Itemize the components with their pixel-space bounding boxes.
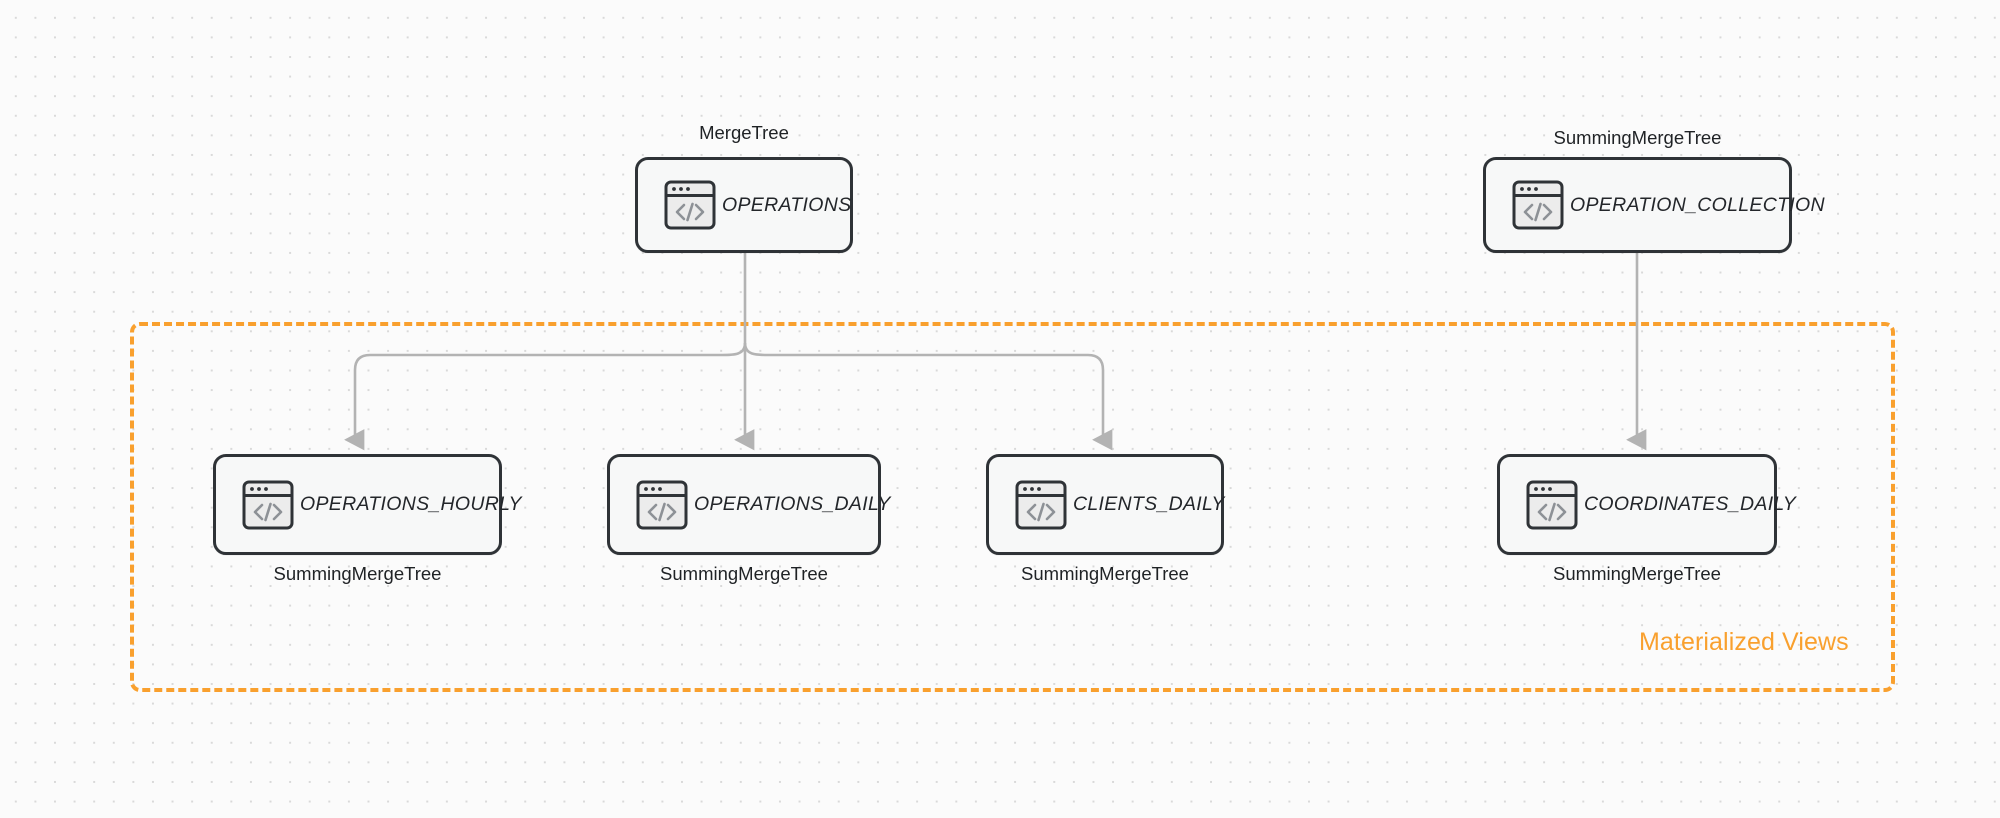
node-label-operations-daily: OPERATIONS_DAILY (694, 493, 891, 515)
node-coordinates-daily[interactable]: COORDINATES_DAILY (1497, 454, 1796, 555)
materialized-views-group-label: Materialized Views (1639, 628, 1849, 656)
node-clients-daily[interactable]: CLIENTS_DAILY (986, 454, 1224, 555)
node-label-coordinates-daily: COORDINATES_DAILY (1584, 493, 1797, 515)
code-window-icon (664, 180, 716, 230)
code-window-icon (242, 480, 294, 529)
code-window-icon (1526, 480, 1578, 529)
node-operation-collection[interactable]: OPERATION_COLLECTION (1483, 157, 1825, 253)
code-window-icon (1512, 180, 1564, 230)
engine-label-operations-hourly: SummingMergeTree (273, 563, 442, 584)
node-operations-hourly[interactable]: OPERATIONS_HOURLY (213, 454, 522, 555)
engine-label-coordinates-daily: SummingMergeTree (1553, 563, 1721, 584)
code-window-icon (1015, 480, 1067, 529)
node-operations-daily[interactable]: OPERATIONS_DAILY (607, 454, 890, 555)
engine-label-clients-daily: SummingMergeTree (1021, 563, 1189, 584)
code-window-icon (636, 480, 688, 529)
engine-label-operations-daily: SummingMergeTree (660, 563, 828, 584)
node-label-operation-collection: OPERATION_COLLECTION (1570, 193, 1825, 216)
node-label-operations: OPERATIONS (722, 193, 852, 216)
node-label-clients-daily: CLIENTS_DAILY (1073, 493, 1225, 515)
engine-label-operations: MergeTree (699, 122, 789, 143)
node-label-operations-hourly: OPERATIONS_HOURLY (300, 493, 522, 515)
node-operations[interactable]: OPERATIONS (635, 157, 853, 253)
materialized-views-group (130, 322, 1895, 692)
engine-label-operation-collection: SummingMergeTree (1553, 127, 1722, 148)
edge-operations-to-operations-hourly (344, 342, 747, 451)
edge-operations-to-clients-daily (743, 342, 1113, 451)
